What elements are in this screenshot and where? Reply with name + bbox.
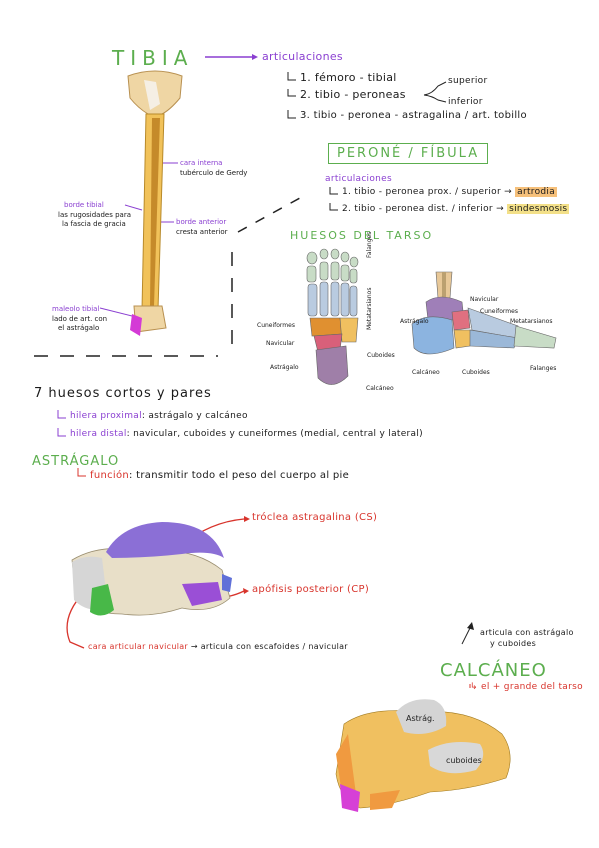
siete-title: 7 huesos cortos y pares [34,386,212,401]
branch-inferior: inferior [448,97,483,107]
astragalo-funcion: función: transmitir todo el peso del cue… [90,470,349,481]
fig2-calcaneo: Calcáneo [412,369,440,376]
branch-superior: superior [448,76,488,86]
fig2-navicular: Navicular [470,296,499,303]
fig1-astragalo: Astrágalo [270,364,299,371]
fig1-navicular: Navicular [266,340,295,347]
fig2-metatarsianos: Metatarsianos [510,318,553,325]
astragalo-title: ASTRÁGALO [32,454,120,469]
perone-item-2-tag: sindesmosis [507,204,570,214]
astragalo-apofisis: apófisis posterior (CP) [252,584,370,595]
calcaneo-articula-2: y cuboides [490,639,537,648]
tibia-joint-1: 1. fémoro - tibial [300,71,397,84]
cara-navicular-text: → articula con escafoides / navicular [190,642,348,651]
perone-item-1: 1. tibio - peronea prox. / superior → ar… [342,187,558,197]
hilera-distal-label: hilera distal [70,429,127,439]
perone-articulaciones: articulaciones [325,174,392,184]
astragalo-troclea: tróclea astragalina (CS) [252,512,378,523]
calcaneo-title: CALCÁNEO [440,660,547,681]
cara-navicular-label: cara articular navicular [88,642,189,651]
calcaneo-cuboides-label: cuboides [446,756,482,765]
label-borde-tibial: borde tibial [64,201,104,209]
calcaneo-astrag-label: Astrág. [406,714,435,723]
perone-item-1-tag: artrodia [515,187,558,197]
note-maleolo-1: lado de art. con [52,315,108,323]
note-borde-tibial-2: la fascia de gracia [62,220,126,228]
tibia-joint-3: 3. tibio - peronea - astragalina / art. … [300,110,527,121]
label-maleolo: maleolo tibial [52,305,100,313]
calcaneo-desc: ↳ el + grande del tarso [470,682,583,692]
note-cara-interna: tubérculo de Gerdy [180,169,248,177]
astragalo-funcion-label: función [90,470,130,481]
hilera-distal-text: : navicular, cuboides y cuneiformes (med… [126,429,423,439]
hilera-proximal: hilera proximal: astrágalo y calcáneo [70,411,248,421]
perone-item-1-text: 1. tibio - peronea prox. / superior → [342,187,512,197]
calcaneo-bone-illustration [335,699,511,812]
fig2-cuneiformes: Cuneiformes [480,308,518,315]
hilera-proximal-text: : astrágalo y calcáneo [141,411,248,421]
fig1-cuboides: Cuboides [367,352,395,359]
astragalo-bone-illustration [71,522,232,616]
huesos-tarso-title: HUESOS DEL TARSO [290,229,434,242]
perone-title: PERONÉ / FÍBULA [328,143,489,164]
fig1-calcaneo: Calcáneo [366,385,394,392]
fig2-falanges: Falanges [530,365,557,372]
foot-lateral-illustration [411,271,557,355]
note-maleolo-2: el astrágalo [58,324,100,332]
fig2-cuboides: Cuboides [462,369,490,376]
label-cara-interna: cara interna [180,159,223,167]
perone-item-2: 2. tibio - peronea dist. / inferior → si… [342,204,570,214]
hilera-distal: hilera distal: navicular, cuboides y cun… [70,429,423,439]
tibia-articulaciones-label: articulaciones [262,50,343,63]
hilera-proximal-label: hilera proximal [70,411,142,421]
fig1-cuneiformes: Cuneiformes [257,322,295,329]
fig1-metatarsianos: Metatarsianos [366,287,373,330]
note-borde-anterior: cresta anterior [176,228,228,236]
fig1-falanges: Falanges [366,231,373,258]
note-borde-tibial-1: las rugosidades para [58,211,131,219]
astragalo-funcion-text: : transmitir todo el peso del cuerpo al … [129,470,350,481]
perone-item-2-text: 2. tibio - peronea dist. / inferior → [342,204,504,214]
tibia-joint-2: 2. tibio - peroneas [300,88,406,101]
tibia-title: TIBIA [112,46,194,70]
fig2-astragalo: Astrágalo [400,318,429,325]
foot-dorsal-illustration [306,248,359,385]
tibia-bone-illustration [127,70,183,336]
calcaneo-articula-1: articula con astrágalo [480,628,574,637]
label-borde-anterior: borde anterior [176,218,227,226]
astragalo-cara-navicular: cara articular navicular → articula con … [88,642,348,651]
